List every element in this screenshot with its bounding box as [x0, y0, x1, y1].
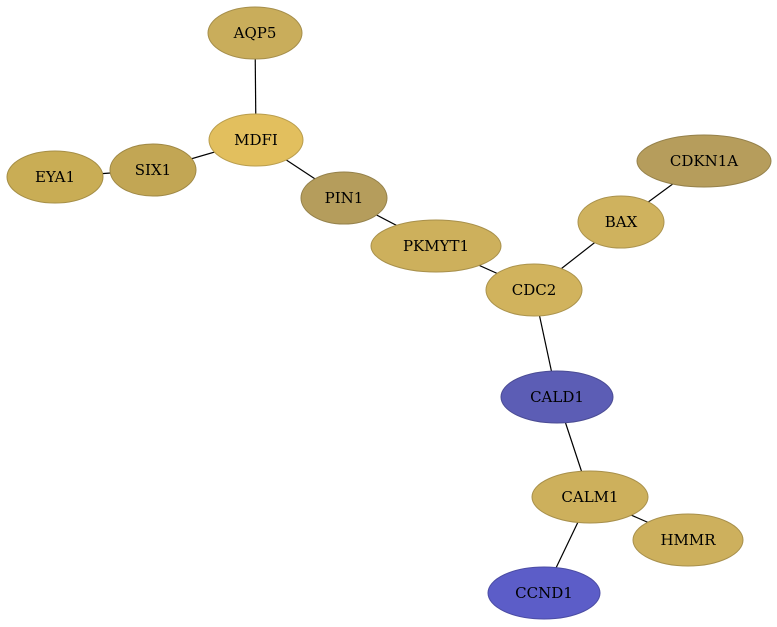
node-shape: [531, 470, 649, 524]
node-shape: [632, 513, 744, 567]
node-cald1[interactable]: CALD1: [500, 370, 614, 424]
node-shape: [109, 143, 197, 197]
node-label: MDFI: [234, 131, 278, 149]
node-shape: [487, 566, 601, 620]
node-calm1[interactable]: CALM1: [531, 470, 649, 524]
node-six1[interactable]: SIX1: [109, 143, 197, 197]
node-label: CALD1: [530, 388, 584, 406]
node-label: BAX: [605, 213, 638, 231]
node-shape: [370, 219, 502, 273]
node-shape: [636, 134, 772, 188]
node-label: EYA1: [35, 168, 75, 186]
node-label: SIX1: [135, 161, 171, 179]
node-shape: [485, 263, 583, 317]
node-ccnd1[interactable]: CCND1: [487, 566, 601, 620]
node-label: CCND1: [515, 584, 573, 602]
node-label: CDC2: [512, 281, 557, 299]
node-mdfi[interactable]: MDFI: [208, 113, 304, 167]
node-label: AQP5: [233, 24, 277, 42]
node-cdc2[interactable]: CDC2: [485, 263, 583, 317]
node-pin1[interactable]: PIN1: [300, 171, 388, 225]
node-aqp5[interactable]: AQP5: [207, 6, 303, 60]
node-shape: [207, 6, 303, 60]
node-eya1[interactable]: EYA1: [6, 150, 104, 204]
node-bax[interactable]: BAX: [577, 195, 665, 249]
node-hmmr[interactable]: HMMR: [632, 513, 744, 567]
node-pkmyt1[interactable]: PKMYT1: [370, 219, 502, 273]
node-label: CDKN1A: [670, 152, 738, 170]
node-cdkn1a[interactable]: CDKN1A: [636, 134, 772, 188]
node-label: PIN1: [325, 189, 364, 207]
node-shape: [300, 171, 388, 225]
node-shape: [6, 150, 104, 204]
node-label: CALM1: [561, 488, 618, 506]
node-shape: [208, 113, 304, 167]
node-shape: [500, 370, 614, 424]
node-label: PKMYT1: [403, 237, 469, 255]
node-shape: [577, 195, 665, 249]
node-label: HMMR: [660, 531, 716, 549]
